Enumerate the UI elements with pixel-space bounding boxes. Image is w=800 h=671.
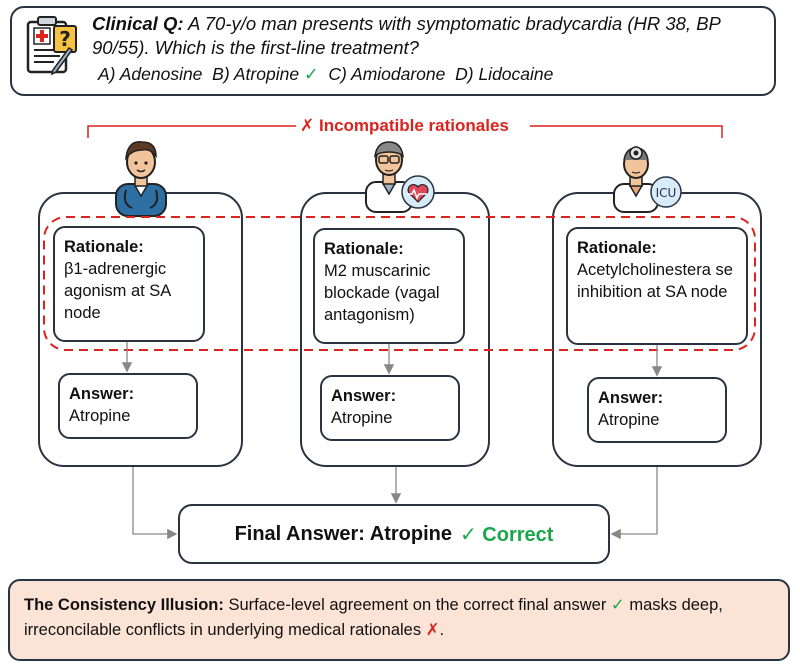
answer-box-1: Answer: Atropine xyxy=(58,373,198,439)
illusion-end: . xyxy=(439,621,445,639)
final-correct-label: ✓ Correct xyxy=(459,523,554,546)
illusion-text-2: masks deep, irreconcilable conflicts in … xyxy=(24,596,723,639)
answer-box-3: Answer: Atropine xyxy=(587,377,727,443)
icu-doctor-avatar-icon: ICU xyxy=(613,146,682,213)
rationale-box-2: Rationale: M2 muscarinic blockade (vagal… xyxy=(313,228,465,344)
question-text: Clinical Q: A 70-y/o man presents with s… xyxy=(92,12,768,60)
check-icon: ✓ xyxy=(610,596,625,614)
illusion-text-1: Surface-level agreement on the correct f… xyxy=(223,596,611,614)
rationale-box-3: Rationale: Acetylcholinestera se inhibit… xyxy=(566,227,748,345)
answer-label: Answer: xyxy=(331,387,397,405)
cross-icon: ✗ xyxy=(300,116,315,135)
svg-text:?: ? xyxy=(59,27,71,51)
question-box xyxy=(10,6,776,96)
answer-label: Answer: xyxy=(69,385,135,403)
answer-label: Answer: xyxy=(598,389,664,407)
option-d: D) Lidocaine xyxy=(455,64,554,84)
question-label: Clinical Q: xyxy=(92,13,184,34)
option-b: B) Atropine xyxy=(212,64,300,84)
answer-text: Atropine xyxy=(598,411,660,429)
incompatible-region-outline xyxy=(43,216,756,351)
rationale-text: β1-adrenergic agonism at SA node xyxy=(64,260,171,322)
answer-text: Atropine xyxy=(331,409,393,427)
final-answer-box: Final Answer: Atropine ✓ Correct xyxy=(178,504,610,564)
rationale-box-1: Rationale: β1-adrenergic agonism at SA n… xyxy=(53,226,205,342)
rationale-label: Rationale: xyxy=(64,238,144,256)
icu-badge-text: ICU xyxy=(656,186,677,200)
rationale-text: M2 muscarinic blockade (vagal antagonism… xyxy=(324,262,440,324)
arrow-agent-3-to-final xyxy=(610,467,658,540)
answer-box-2: Answer: Atropine xyxy=(320,375,460,441)
final-answer-text: Final Answer: Atropine xyxy=(234,522,452,545)
arrow-agent-1-to-final xyxy=(132,467,178,540)
clipboard-icon: ? xyxy=(26,16,77,76)
cardiologist-avatar-icon xyxy=(365,141,435,213)
doctor-avatar-icon xyxy=(115,141,167,217)
rationale-text: Acetylcholinestera se inhibition at SA n… xyxy=(577,261,733,301)
answer-text: Atropine xyxy=(69,407,131,425)
answer-options: A) Adenosine B) Atropine ✓ C) Amiodarone… xyxy=(98,64,553,85)
option-a: A) Adenosine xyxy=(98,64,203,84)
question-body: A 70-y/o man presents with symptomatic b… xyxy=(92,13,721,58)
option-c: C) Amiodarone xyxy=(328,64,446,84)
incompatible-rationales-label: ✗ Incompatible rationales xyxy=(300,116,509,135)
illusion-title: The Consistency Illusion: xyxy=(24,596,224,614)
option-b-check-icon: ✓ xyxy=(303,64,319,84)
cross-icon: ✗ xyxy=(425,621,440,639)
rationale-label: Rationale: xyxy=(324,240,404,258)
rationale-label: Rationale: xyxy=(577,239,657,257)
consistency-illusion-box: The Consistency Illusion: Surface-level … xyxy=(8,579,790,661)
